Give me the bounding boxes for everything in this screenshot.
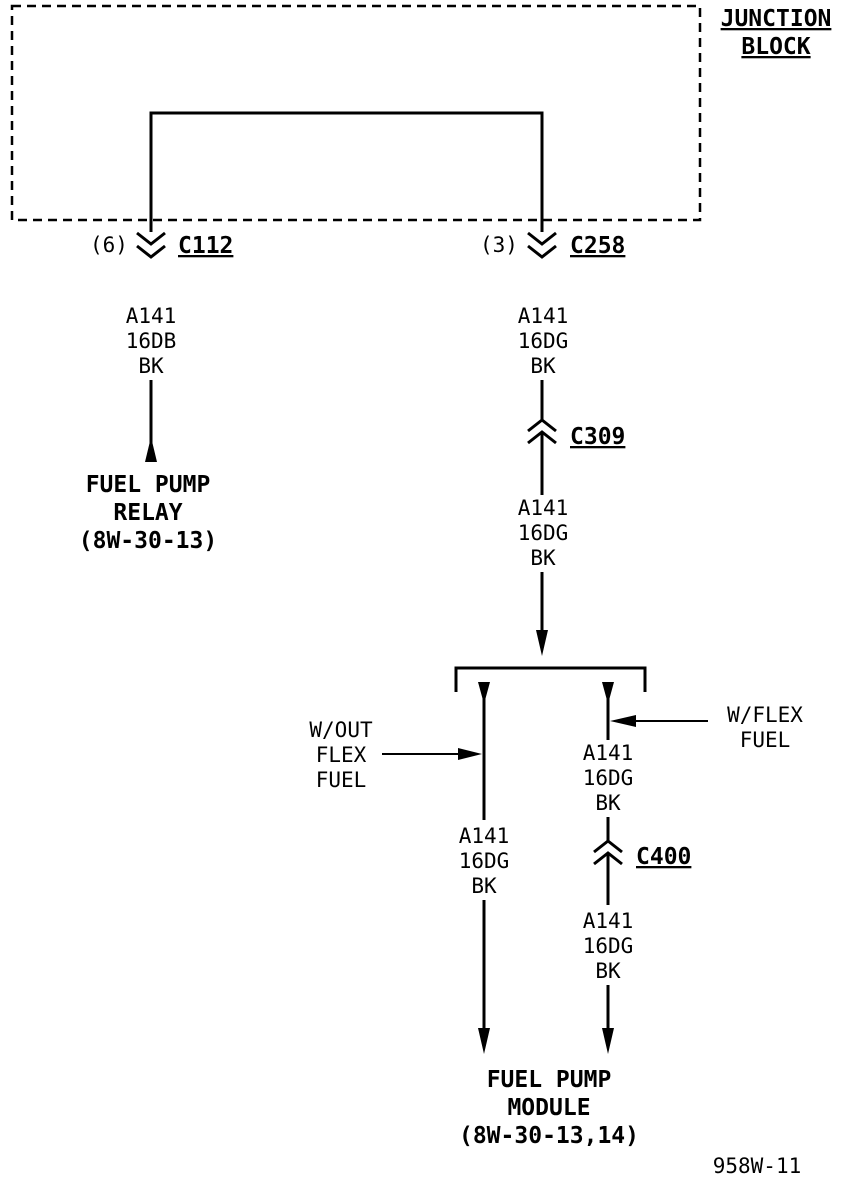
relay-arrow-icon xyxy=(145,437,157,462)
right-upper-wire-tracer: BK xyxy=(530,354,556,378)
without-flex-module-arrow-icon xyxy=(478,1028,490,1054)
c400-connector-name: C400 xyxy=(636,844,691,870)
with-flex-label-line1: W/FLEX xyxy=(727,703,803,727)
module-label-line1: FUEL PUMP xyxy=(487,1067,612,1093)
right-mid-arrow-icon xyxy=(536,630,548,656)
with-flex-upper-wire-tracer: BK xyxy=(595,791,621,815)
relay-label-line1: FUEL PUMP xyxy=(86,472,211,498)
relay-label-line3: (8W-30-13) xyxy=(79,528,217,554)
c112-connector-name: C112 xyxy=(178,233,233,259)
left-wire-tracer: BK xyxy=(138,354,164,378)
right-mid-wire-circuit: A141 xyxy=(518,496,569,520)
with-flex-lower-wire-tracer: BK xyxy=(595,959,621,983)
relay-label-line2: RELAY xyxy=(113,500,182,526)
with-flex-upper-wire-gauge-color: 16DG xyxy=(583,766,634,790)
left-wire-circuit: A141 xyxy=(126,304,177,328)
with-flex-pointer-arrow-icon xyxy=(610,715,636,727)
c309-connector-symbol-top xyxy=(527,418,557,433)
junction-block-label-line1: JUNCTION xyxy=(721,6,832,32)
c258-connector-name: C258 xyxy=(570,233,625,259)
with-flex-label-line2: FUEL xyxy=(740,728,791,752)
c112-pin-number: (6) xyxy=(90,233,128,257)
with-flex-lower-wire-circuit: A141 xyxy=(583,909,634,933)
module-label-line2: MODULE xyxy=(507,1095,590,1121)
right-upper-wire-circuit: A141 xyxy=(518,304,569,328)
without-flex-pointer-arrow-icon xyxy=(458,748,482,760)
without-flex-wire-circuit: A141 xyxy=(459,824,510,848)
right-mid-wire-gauge-color: 16DG xyxy=(518,521,569,545)
c258-connector-symbol-bottom xyxy=(527,244,557,259)
without-flex-label-line1: W/OUT xyxy=(309,718,373,742)
c258-pin-number: (3) xyxy=(480,233,518,257)
junction-block-outline xyxy=(10,4,702,222)
with-flex-lower-wire-gauge-color: 16DG xyxy=(583,934,634,958)
figure-id: 958W-11 xyxy=(713,1154,802,1178)
junction-block-label-line2: BLOCK xyxy=(741,34,810,60)
with-flex-upper-wire-circuit: A141 xyxy=(583,741,634,765)
with-flex-module-arrow-icon xyxy=(602,1028,614,1054)
module-label-line3: (8W-30-13,14) xyxy=(459,1123,639,1149)
right-upper-wire-gauge-color: 16DG xyxy=(518,329,569,353)
c309-connector-symbol-bottom xyxy=(527,430,557,445)
c112-connector-symbol-bottom xyxy=(136,244,166,259)
right-mid-wire-tracer: BK xyxy=(530,546,556,570)
c258-connector-symbol-top xyxy=(527,231,557,246)
c400-connector-symbol-top xyxy=(593,839,623,854)
c309-connector-name: C309 xyxy=(570,424,625,450)
left-wire-gauge-color: 16DB xyxy=(126,329,177,353)
without-flex-label-line3: FUEL xyxy=(316,768,367,792)
with-flex-branch-arrow-icon xyxy=(602,682,614,704)
without-flex-wire-gauge-color: 16DG xyxy=(459,849,510,873)
without-flex-branch-arrow-icon xyxy=(478,682,490,704)
option-bracket xyxy=(454,666,647,692)
c400-connector-symbol-bottom xyxy=(593,851,623,866)
c112-connector-symbol-top xyxy=(136,231,166,246)
without-flex-wire-tracer: BK xyxy=(471,874,497,898)
junction-bus-wire xyxy=(149,111,544,232)
without-flex-label-line2: FLEX xyxy=(316,743,367,767)
